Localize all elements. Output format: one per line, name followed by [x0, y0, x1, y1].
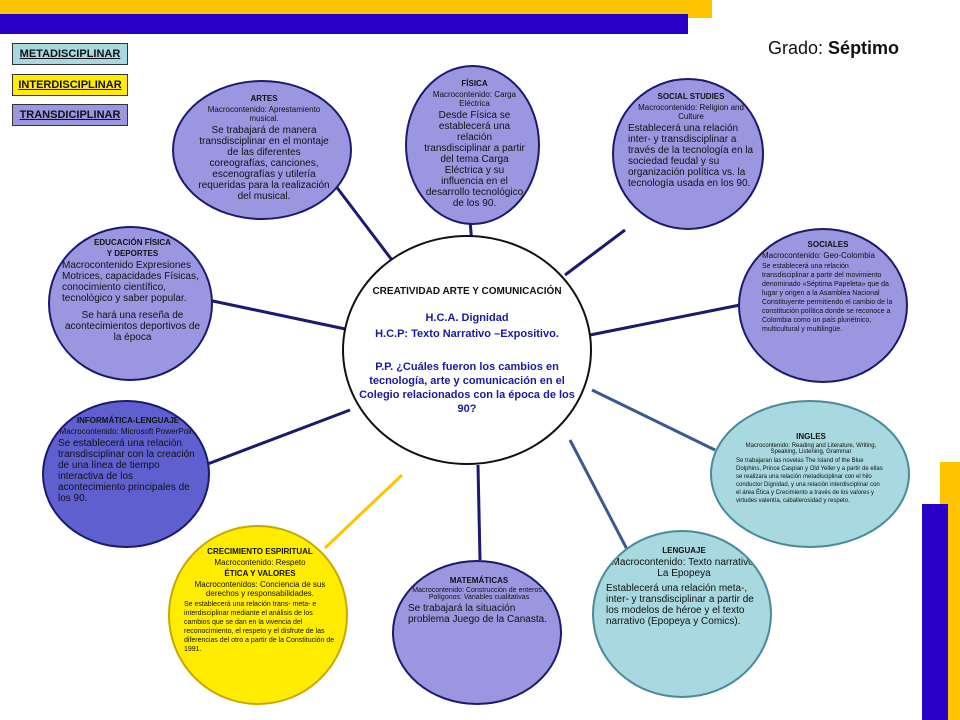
sociales-macro: Macrocontenido: Geo-Colombia: [762, 251, 875, 260]
fisica-heading: FÍSICA: [461, 79, 488, 88]
node-ingles: INGLES Macrocontenido: Reading and Liter…: [710, 400, 910, 548]
connector-lenguaje: [568, 439, 632, 556]
connector-informatica: [204, 408, 351, 467]
edfisica-heading: EDUCACIÓN FÍSICA: [94, 238, 171, 247]
connector-social: [564, 228, 626, 277]
artes-heading: ARTES: [250, 94, 278, 103]
matematicas-macro: Macrocontenido: Construcción de enteros …: [412, 587, 546, 601]
fisica-desc: Desde Física se establecerá una relación…: [424, 110, 525, 209]
top-blue-bar: [0, 14, 688, 34]
connector-matematicas: [476, 464, 482, 561]
node-educacion-fisica: EDUCACIÓN FÍSICA Y DEPORTES Macroconteni…: [48, 226, 213, 381]
center-hca: H.C.A. Dignidad: [425, 312, 509, 324]
crecimiento-heading-2: ÉTICA Y VALORES: [224, 569, 296, 578]
right-blue-bar: [922, 504, 948, 720]
grade-title: Grado: Séptimo: [768, 38, 899, 59]
social-desc: Establecerá una relación inter- y transd…: [628, 123, 754, 189]
node-lenguaje: LENGUAJE Macrocontenido: Texto narrativo…: [592, 530, 772, 698]
ingles-macro: Macrocontenido: Reading and Literature, …: [745, 443, 877, 455]
connector-ingles: [591, 388, 716, 452]
social-macro: Macrocontenido: Religion and Culture: [638, 103, 744, 121]
node-social-studies: SOCIAL STUDIES Macrocontenido: Religion …: [612, 78, 764, 230]
informatica-heading: INFORMÁTICA-LENGUAJE: [76, 416, 180, 425]
social-heading: SOCIAL STUDIES: [657, 92, 725, 101]
matematicas-desc: Se trabajará la situación problema Juego…: [408, 603, 547, 625]
grade-value: Séptimo: [828, 38, 900, 58]
grade-prefix: Grado:: [768, 38, 824, 58]
center-question: P.P. ¿Cuáles fueron los cambios en tecno…: [359, 361, 575, 415]
artes-macro: Macrocontenido: Aprestamiento musical.: [207, 105, 321, 123]
matematicas-heading: MATEMÁTICAS: [449, 576, 509, 585]
fisica-macro: Macrocontenido: Carga Eléctrica: [432, 90, 517, 108]
edfisica-heading-2: Y DEPORTES: [106, 249, 159, 258]
edfisica-desc: Se hará una reseña de acontecimientos de…: [64, 310, 201, 343]
connector-edfisica: [207, 298, 351, 332]
node-crecimiento: CRECIMIENTO ESPIRITUAL Macrocontenido: R…: [168, 525, 348, 705]
connector-artes: [333, 184, 400, 269]
node-informatica: INFORMÁTICA-LENGUAJE Macrocontenido: Mic…: [42, 400, 210, 548]
ingles-desc: Se trabajaran las novelas The Island of …: [736, 458, 883, 504]
connector-sociales: [589, 303, 741, 337]
informatica-macro: Macrocontenido: Microsoft PowerPoint: [59, 427, 197, 436]
node-sociales: SOCIALES Macrocontenido: Geo-Colombia Se…: [738, 228, 908, 383]
node-fisica: FÍSICA Macrocontenido: Carga Eléctrica D…: [405, 65, 540, 225]
center-node: CREATIVIDAD ARTE Y COMUNICACIÓN H.C.A. D…: [342, 235, 592, 465]
center-title: CREATIVIDAD ARTE Y COMUNICACIÓN: [372, 286, 562, 297]
connector-crecimiento: [323, 473, 404, 550]
artes-desc: Se trabajará de manera transdisciplinar …: [198, 125, 330, 202]
edfisica-macro: Macrocontenido Expresiones Motrices, cap…: [62, 260, 199, 304]
ingles-heading: INGLES: [796, 432, 826, 441]
top-yellow-bar: [0, 0, 712, 18]
center-hcp: H.C.P: Texto Narrativo –Expositivo.: [375, 328, 559, 340]
tag-transdisciplinar: TRANSDICIPLINAR: [12, 104, 128, 126]
tag-metadisciplinar: METADISCIPLINAR: [12, 43, 128, 65]
crecimiento-macro-2: Macrocontenidos: Conciencia de sus derec…: [194, 580, 326, 598]
informatica-desc: Se establecerá una relación transdiscipl…: [58, 438, 195, 504]
sociales-heading: SOCIALES: [807, 240, 849, 249]
tag-interdisciplinar: INTERDISCIPLINAR: [12, 74, 128, 96]
crecimiento-heading: CRECIMIENTO ESPIRITUAL: [207, 547, 313, 556]
lenguaje-desc: Establecerá una relación meta-, inter- y…: [606, 583, 754, 627]
node-matematicas: MATEMÁTICAS Macrocontenido: Construcción…: [392, 560, 562, 705]
lenguaje-heading: LENGUAJE: [662, 546, 706, 555]
lenguaje-macro: Macrocontenido: Texto narrativo. La Epop…: [611, 557, 757, 579]
sociales-desc: Se establecerá una relación transdiscipl…: [762, 263, 893, 333]
crecimiento-macro: Macrocontenido: Respeto: [214, 558, 306, 567]
node-artes: ARTES Macrocontenido: Aprestamiento musi…: [172, 80, 352, 220]
crecimiento-desc: Se establecerá una relación trans- meta-…: [184, 601, 335, 653]
